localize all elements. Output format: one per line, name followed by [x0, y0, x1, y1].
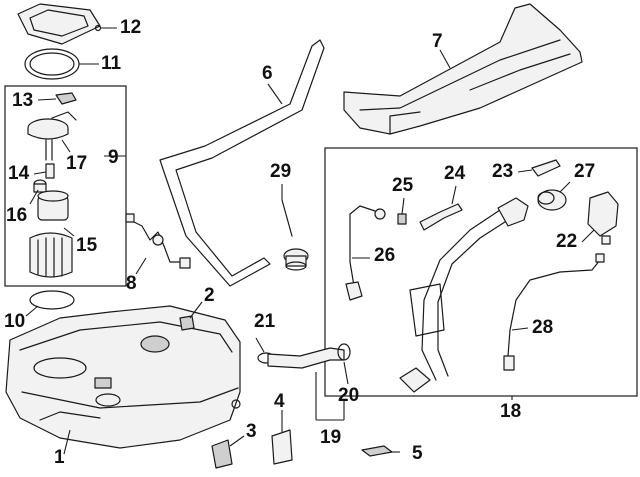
pressure-regulator-part: [45, 163, 55, 179]
pump-module-top-part: [27, 111, 77, 161]
callout-17: 17: [66, 153, 88, 174]
cap-seal-part: [537, 189, 567, 211]
callout-23: 23: [492, 161, 514, 182]
callout-26: 26: [374, 245, 396, 266]
callout-16: 16: [6, 205, 28, 226]
callout-10: 10: [4, 311, 26, 332]
hose-part: [267, 347, 345, 369]
callout-7: 7: [432, 31, 443, 52]
filter-part: [33, 179, 47, 193]
fuel-cap-part: [281, 199, 309, 271]
callout-12: 12: [120, 17, 142, 38]
filler-neck-part: [399, 197, 529, 393]
callout-29: 29: [270, 161, 292, 182]
callout-18: 18: [500, 401, 522, 422]
leader-lines: [25, 27, 595, 455]
fuel-pump-part: [29, 190, 73, 278]
short-hose-part: [419, 203, 463, 231]
callout-3: 3: [246, 421, 257, 442]
callout-20: 20: [338, 385, 360, 406]
lock-ring-part: [24, 48, 80, 80]
callout-21: 21: [254, 311, 276, 332]
callout-27: 27: [574, 161, 596, 182]
clip-part: [55, 92, 77, 105]
callout-24: 24: [444, 163, 466, 184]
small-hose-part: [531, 159, 561, 177]
callout-22: 22: [556, 231, 578, 252]
sensor-wire-part: [503, 253, 605, 371]
pad-part: [271, 429, 293, 465]
callout-19: 19: [320, 427, 342, 448]
fitting-part: [397, 213, 407, 225]
callout-4: 4: [274, 391, 285, 412]
pump-module-group-frame: [4, 85, 127, 287]
callout-5: 5: [412, 443, 423, 464]
bracket-part: [179, 315, 195, 331]
callout-13: 13: [12, 90, 34, 111]
callout-9: 9: [108, 147, 119, 168]
gasket-part: [29, 290, 75, 310]
filler-neck-group-frame: [324, 147, 638, 397]
hose-clamp-part: [337, 343, 351, 361]
protector-part: [211, 439, 233, 469]
sender-unit-part: [125, 213, 191, 269]
canister-valve-part: [587, 191, 619, 245]
callout-14: 14: [8, 163, 30, 184]
cover-plate-part: [17, 3, 102, 45]
fuel-tank-part: [5, 305, 241, 449]
callout-11: 11: [101, 53, 122, 74]
plate-part: [361, 445, 393, 457]
callout-2: 2: [204, 285, 215, 306]
callout-28: 28: [532, 317, 554, 338]
tank-strap-part: [159, 39, 325, 287]
callout-6: 6: [262, 63, 273, 84]
callout-8: 8: [126, 273, 137, 294]
vent-tube-part: [345, 205, 386, 301]
callout-25: 25: [392, 175, 414, 196]
callout-15: 15: [76, 235, 98, 256]
callout-1: 1: [54, 447, 65, 468]
heat-shield-part: [343, 3, 583, 135]
